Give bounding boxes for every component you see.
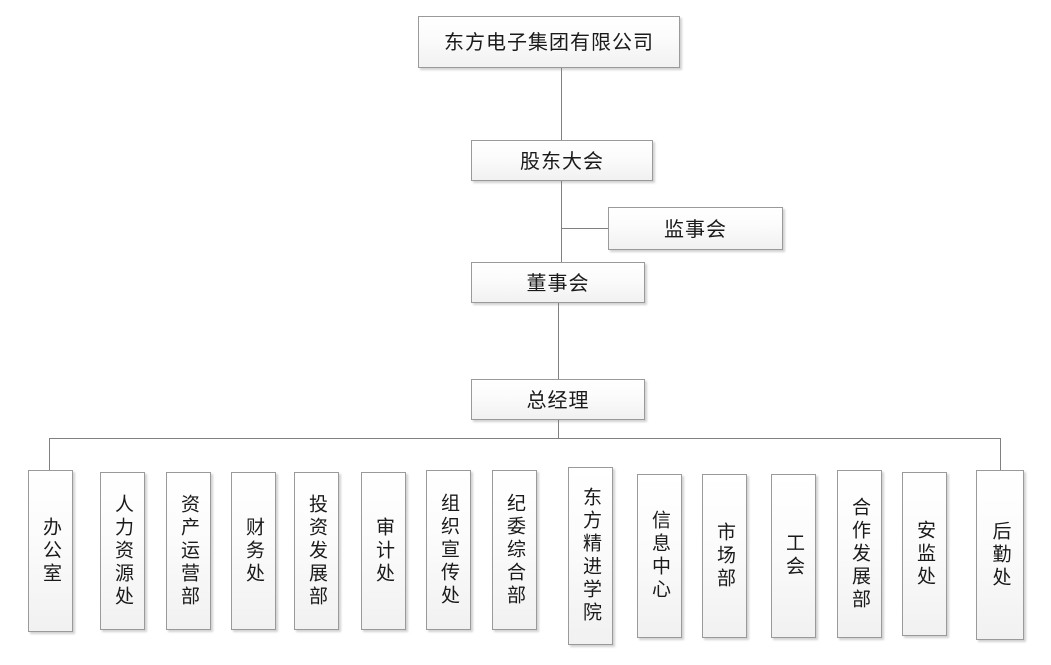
node-department-13[interactable]: 安监处 [902, 472, 947, 636]
connector-bus-drop-left [49, 438, 50, 470]
node-department-3[interactable]: 财务处 [231, 472, 276, 630]
node-department-14-label: 后勤处 [989, 520, 1012, 590]
node-department-4[interactable]: 投资发展部 [294, 472, 339, 630]
node-department-6[interactable]: 组织宣传处 [426, 470, 471, 630]
node-department-0-label: 办公室 [40, 516, 62, 586]
node-department-0[interactable]: 办公室 [28, 470, 73, 632]
node-general-manager[interactable]: 总经理 [471, 379, 645, 420]
node-general-manager-label: 总经理 [526, 387, 590, 412]
node-company[interactable]: 东方电子集团有限公司 [418, 16, 680, 68]
node-supervisory-board[interactable]: 监事会 [608, 207, 783, 250]
node-department-3-label: 财务处 [243, 516, 265, 586]
node-department-13-label: 安监处 [914, 519, 936, 589]
node-shareholders-meeting[interactable]: 股东大会 [471, 140, 653, 181]
connector-branch-to-supervisors [561, 228, 608, 229]
node-department-14[interactable]: 后勤处 [976, 470, 1024, 640]
node-department-2-label: 资产运营部 [178, 493, 200, 609]
connector-board-to-general-manager [558, 303, 559, 379]
node-department-5-label: 审计处 [373, 516, 395, 586]
node-department-12-label: 合作发展部 [849, 496, 871, 612]
node-department-7[interactable]: 纪委综合部 [492, 470, 537, 630]
connector-bus-drop-right [1000, 438, 1001, 470]
node-board-of-directors[interactable]: 董事会 [471, 262, 645, 303]
node-department-8[interactable]: 东方精进学院 [568, 467, 613, 645]
node-department-2[interactable]: 资产运营部 [166, 472, 211, 630]
node-board-of-directors-label: 董事会 [526, 270, 590, 295]
node-department-1[interactable]: 人力资源处 [100, 472, 145, 630]
node-supervisory-board-label: 监事会 [664, 216, 727, 241]
node-shareholders-meeting-label: 股东大会 [520, 148, 604, 173]
node-department-10[interactable]: 市场部 [702, 474, 747, 638]
node-department-10-label: 市场部 [714, 521, 736, 591]
connector-department-bus [49, 438, 1001, 439]
node-department-1-label: 人力资源处 [112, 493, 134, 609]
node-department-12[interactable]: 合作发展部 [837, 470, 882, 638]
node-department-4-label: 投资发展部 [306, 493, 328, 609]
node-department-11[interactable]: 工会 [771, 474, 816, 638]
node-company-label: 东方电子集团有限公司 [444, 30, 654, 54]
node-department-5[interactable]: 审计处 [361, 472, 406, 630]
connector-shareholders-to-board [561, 181, 562, 262]
node-department-11-label: 工会 [783, 533, 805, 579]
node-department-9-label: 信息中心 [649, 510, 671, 602]
connector-company-to-shareholders [561, 68, 562, 140]
node-department-7-label: 纪委综合部 [504, 492, 526, 608]
node-department-8-label: 东方精进学院 [580, 487, 602, 625]
connector-general-manager-to-bus [558, 420, 559, 438]
node-department-9[interactable]: 信息中心 [637, 474, 682, 638]
node-department-6-label: 组织宣传处 [438, 492, 460, 608]
